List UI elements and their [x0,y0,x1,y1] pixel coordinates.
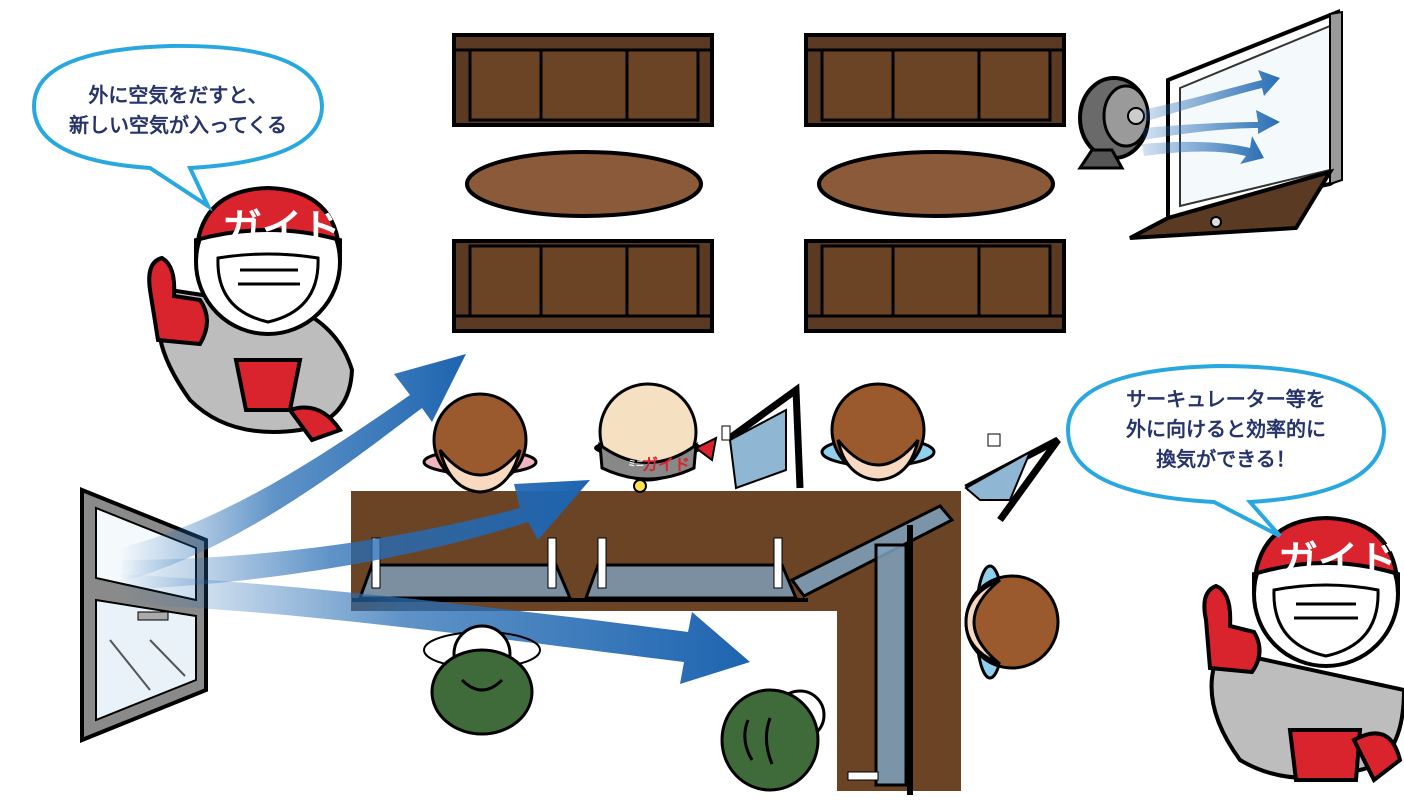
person-head-1 [422,392,538,494]
helmet-text: ガイド [222,206,342,252]
sofa-set-right [804,33,1066,333]
standing-partition-2 [964,433,1061,523]
bubble-left-line2: 新しい空気が入ってくる [69,113,287,137]
circulator-fan-icon [1077,76,1150,170]
helmet-text: ガイド [1278,538,1398,584]
guide-mascot-right: ガイド [1202,515,1404,784]
standing-partition-1 [721,383,804,490]
bubble-right-line1: サーキュレーター等を [1126,387,1326,411]
turtle-2 [720,688,826,792]
window-top-right [1129,9,1343,240]
bubble-left-line1: 外に空気をだすと、 [88,83,267,107]
airflow-arrows-circulator [1142,70,1280,164]
bubble-right-line2: 外に向けると効率的に [1126,417,1326,441]
mini-guide-badge: ガイド [642,455,690,474]
table-left [465,150,703,218]
table-right [817,150,1055,218]
turtle-1 [423,624,541,736]
mini-guide-mascot-head: ミニ ガイド [594,382,718,493]
sofa-set-left [452,33,714,333]
mini-label: ミニ [628,459,644,468]
person-head-2 [820,382,936,482]
person-head-3 [964,564,1060,680]
airflow-arrows-window [118,354,750,684]
guide-mascot-left: ガイド [147,185,355,443]
partitions [357,504,955,795]
bubble-right-line3: 換気ができる！ [1156,447,1296,471]
speech-bubble-right: サーキュレーター等を 外に向けると効率的に 換気ができる！ [1065,363,1387,538]
speech-bubble-left: 外に空気をだすと、 新しい空気が入ってくる [31,43,325,212]
